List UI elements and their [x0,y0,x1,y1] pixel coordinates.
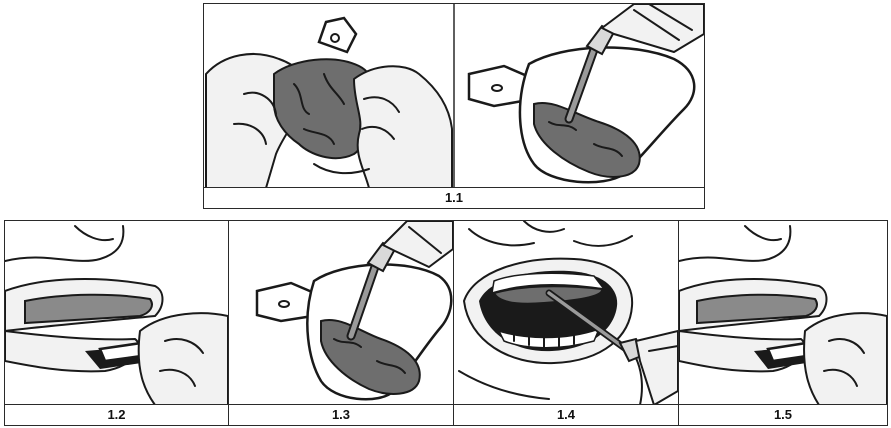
step-1-4-illustration [454,221,678,405]
step-1-2-illustration [5,221,228,405]
step-1-2-panel: 1.2 [4,220,229,426]
step-1-3-panel: 1.3 [228,220,454,426]
step-1-3-illustration [229,221,453,405]
step-1-1-illustrations [204,4,704,188]
step-1-3-label: 1.3 [229,404,453,425]
step-1-5-illustration [679,221,887,405]
step-1-5-panel: 1.5 [678,220,888,426]
step-1-4-panel: 1.4 [453,220,679,426]
step-1-1-label: 1.1 [204,187,704,208]
step-1-2-label: 1.2 [5,404,228,425]
step-1-1-panel: 1.1 [203,3,705,209]
step-1-4-label: 1.4 [454,404,678,425]
syringe-filling-tray-drawing [469,4,704,182]
step-1-5-label: 1.5 [679,404,887,425]
hands-kneading-putty-drawing [206,18,452,188]
